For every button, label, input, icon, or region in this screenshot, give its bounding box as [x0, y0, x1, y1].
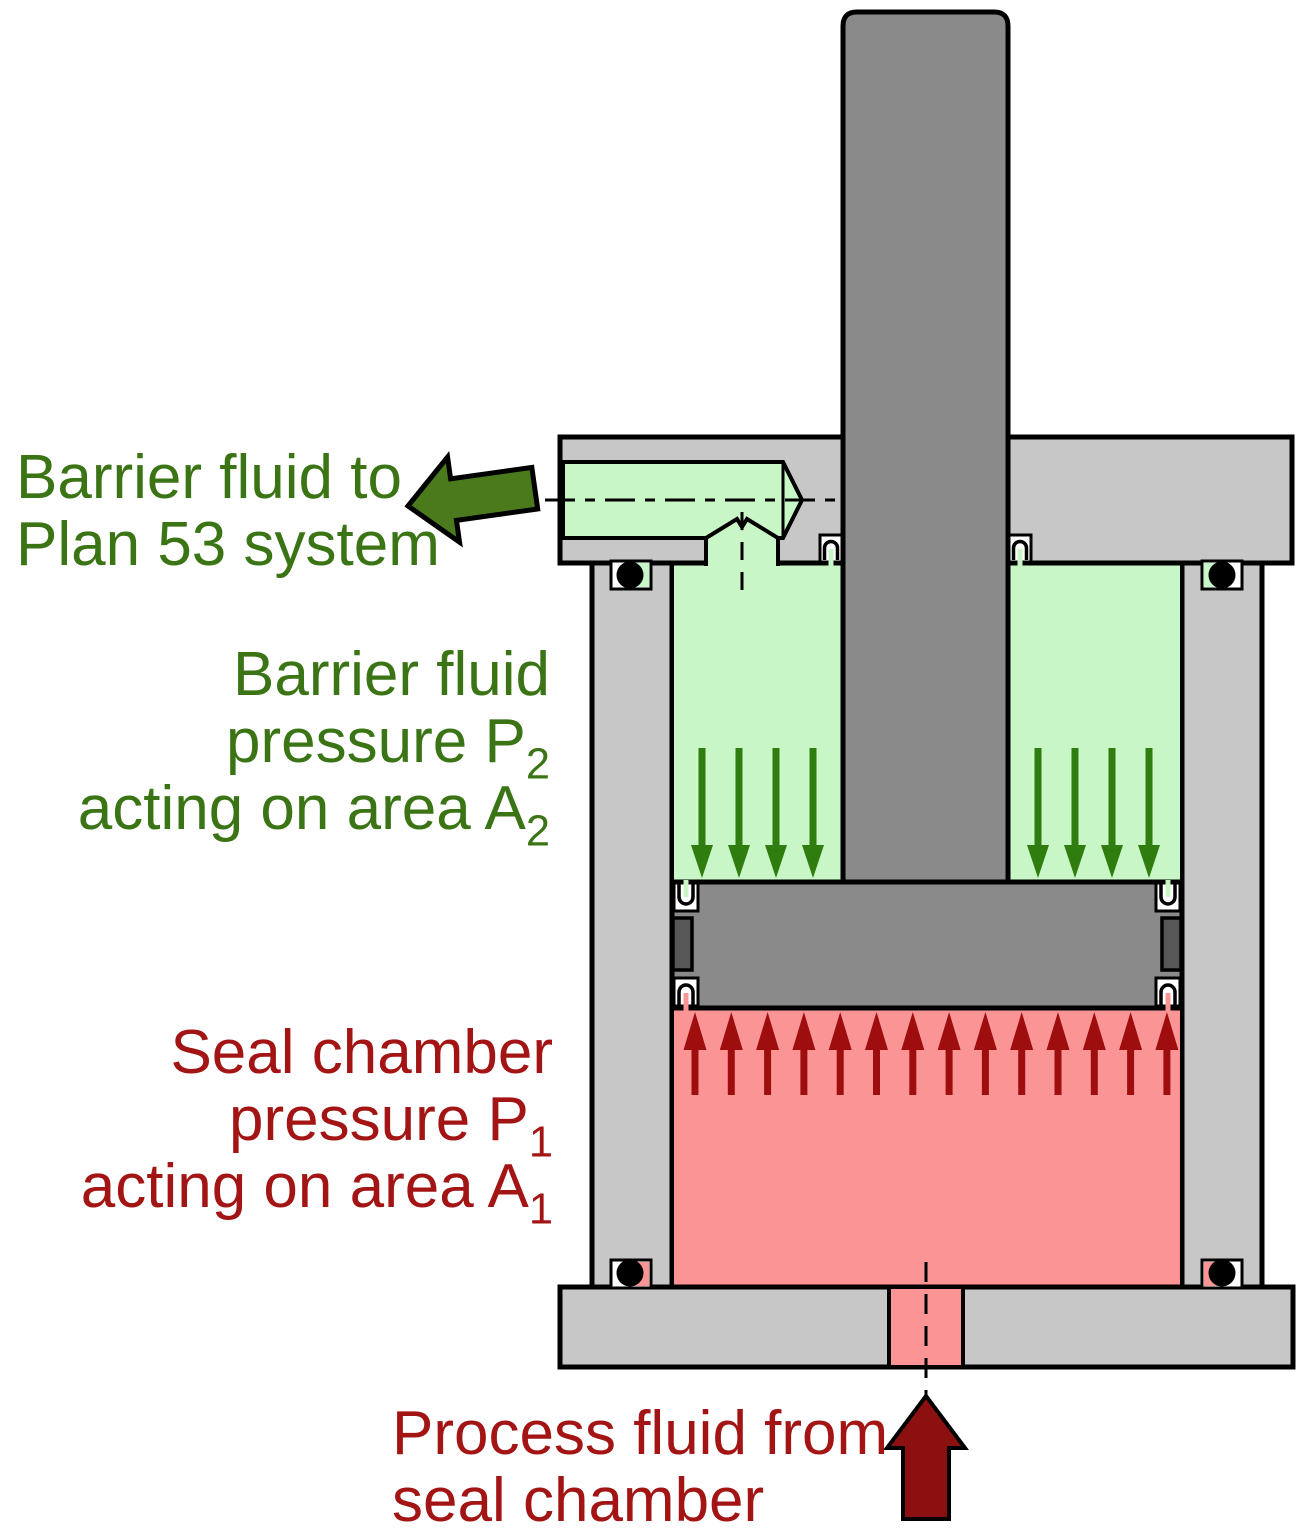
label-line: Barrier fluid to — [16, 443, 402, 512]
label-line: Seal chamber — [170, 1018, 553, 1087]
label-line: pressure P1 — [229, 1085, 553, 1167]
label-line: Process fluid from — [392, 1399, 889, 1468]
right-housing-wall — [1179, 558, 1265, 1292]
barrier-pressure-arrows — [691, 748, 1160, 878]
label-line: Plan 53 system — [16, 510, 440, 579]
seal-chamber-fluid — [670, 1006, 1184, 1291]
process-inlet-arrow-icon — [883, 1392, 969, 1521]
gland-right-shaft-seal — [1007, 533, 1033, 566]
seal-ring-top-left-secondary-seal — [672, 880, 700, 913]
process-inlet-label: Process fluid from seal chamber — [392, 1400, 888, 1534]
bottom-left-o-ring — [609, 1258, 653, 1290]
right-drive-pin — [1160, 916, 1183, 972]
gland-left-shaft-seal — [818, 533, 844, 566]
bottom-right-o-ring — [1200, 1258, 1244, 1290]
seal-ring-bottom-left-secondary-seal — [672, 976, 700, 1012]
left-housing-wall — [589, 558, 675, 1292]
seal-ring — [669, 879, 1185, 1011]
process-pressure-arrows — [683, 1012, 1179, 1095]
seal-chamber-pressure-label: Seal chamber pressure P1 acting on area … — [80, 1018, 553, 1234]
seal-ring-bottom-right-secondary-seal — [1154, 976, 1182, 1012]
label-line: acting on area A1 — [80, 1152, 553, 1234]
barrier-outlet-arrow-icon — [404, 450, 541, 548]
left-drive-pin — [671, 916, 694, 972]
label-line: pressure P2 — [226, 707, 550, 789]
label-line: acting on area A2 — [77, 774, 550, 856]
top-left-o-ring — [609, 559, 653, 591]
label-line: Barrier fluid — [233, 640, 550, 709]
seal-ring-top-right-secondary-seal — [1154, 880, 1182, 913]
barrier-pressure-label: Barrier fluid pressure P2 acting on area… — [77, 640, 550, 856]
label-line: seal chamber — [392, 1466, 765, 1535]
barrier-outlet-label: Barrier fluid to Plan 53 system — [16, 444, 440, 578]
shaft — [840, 9, 1011, 887]
top-right-o-ring — [1200, 559, 1244, 591]
